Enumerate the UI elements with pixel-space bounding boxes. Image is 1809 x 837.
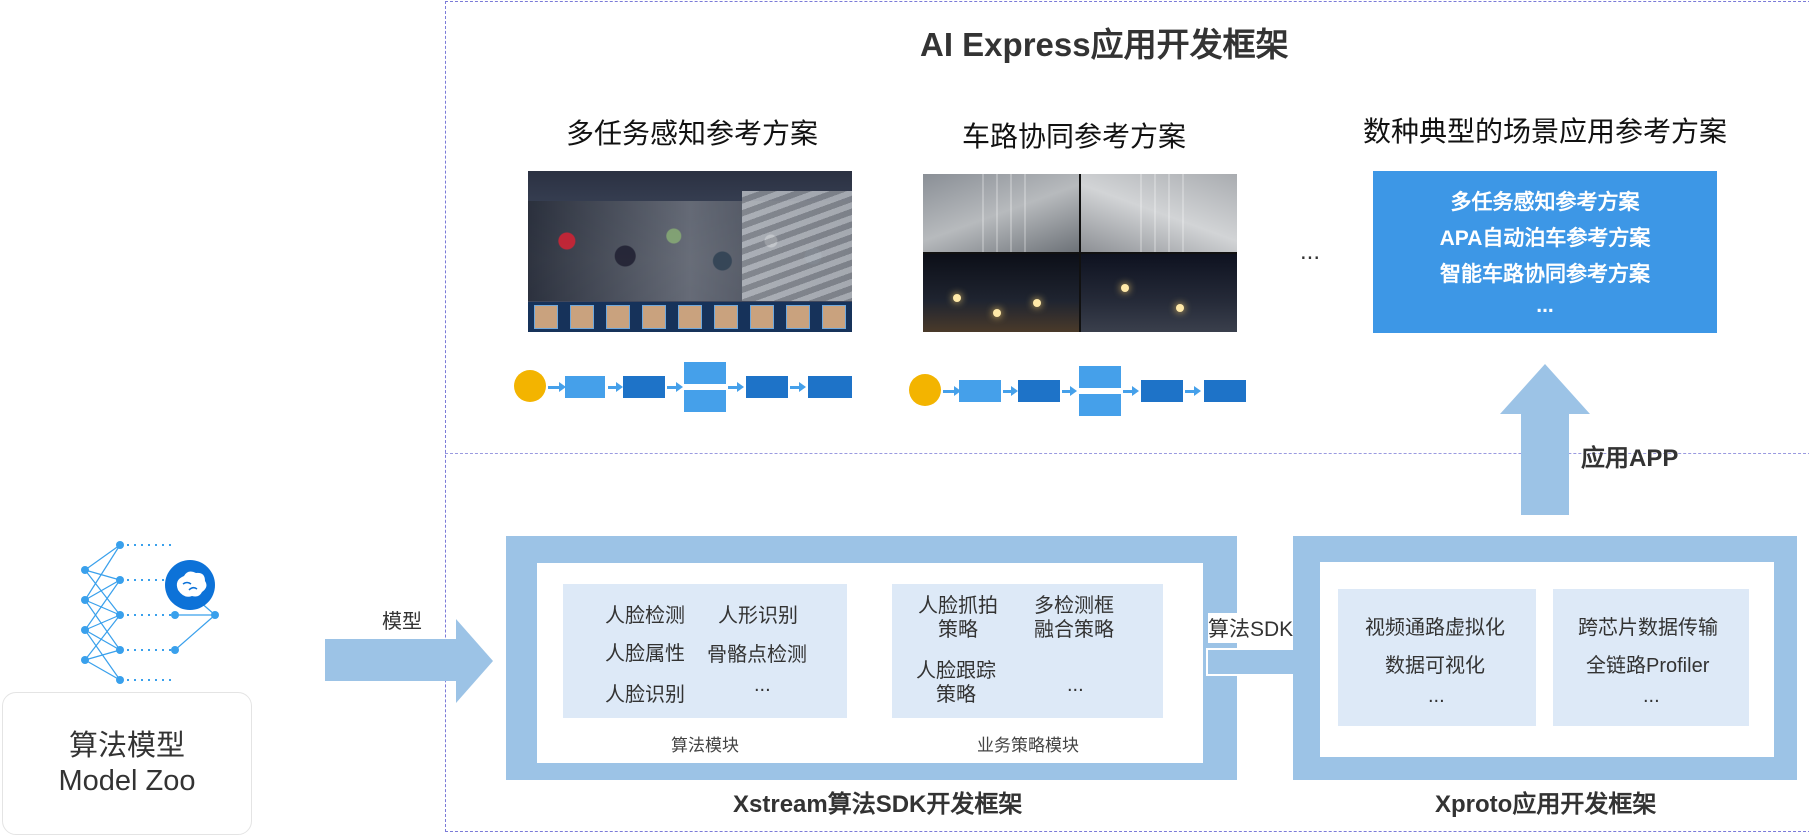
face-thumbnail [570,305,594,329]
traffic-camera-view [923,174,1079,252]
scenario-item: 多任务感知参考方案 [1450,191,1640,214]
up-arrow-icon [1500,364,1590,414]
pipeline-start-node [514,370,546,402]
pipeline-node [1204,380,1246,402]
solution-title-vehicle-road: 车路协同参考方案 [962,121,1187,152]
pipeline-start-node [909,374,941,406]
model-zoo-title: 算法模型 [68,729,185,762]
pipeline-node [959,380,1001,402]
up-arrow-shaft [1521,412,1569,515]
xproto-item: 全链路Profiler [1586,655,1710,677]
scenario-item: 智能车路协同参考方案 [1440,263,1650,286]
stairs-scene [742,191,852,301]
traffic-camera-view [1081,254,1237,332]
pipeline-node [808,376,852,398]
brain-icon [165,560,215,610]
pipeline-node [1079,394,1121,416]
algo-item: 人脸检测 [605,605,685,627]
strategy-item: 多检测框 融合策略 [1034,595,1114,641]
face-capture-strip [528,302,852,332]
model-arrow-shaft [325,639,460,681]
face-thumbnail [786,305,810,329]
scenario-panel: 多任务感知参考方案 APA自动泊车参考方案 智能车路协同参考方案 ... [1373,171,1717,333]
pipeline-node [623,376,665,398]
face-thumbnail [714,305,738,329]
neural-network-icon [81,541,219,684]
solution-title-multitask: 多任务感知参考方案 [566,118,819,149]
model-zoo-subtitle: Model Zoo [58,764,196,797]
xproto-item: 数据可视化 [1385,655,1485,677]
pipeline-node [684,362,726,384]
main-title: AI Express应用开发框架 [920,26,1289,63]
more-solutions-ellipsis: ... [1300,238,1321,265]
algo-module-box [563,584,847,718]
app-label: 应用APP [1581,445,1679,472]
face-thumbnail [822,305,846,329]
face-thumbnail [642,305,666,329]
model-arrow-label: 模型 [382,611,422,633]
strategy-item: ... [1067,674,1084,696]
ai-express-frame [445,1,1809,832]
xproto-item: ... [1428,685,1445,707]
traffic-camera-view [923,254,1079,332]
traffic-camera-view [1081,174,1237,252]
algo-item: 人脸识别 [605,684,685,706]
multitask-demo-image [528,171,852,332]
strategy-module-caption: 业务策略模块 [977,736,1079,755]
pipeline-node [1079,366,1121,388]
xproto-item: 视频通路虚拟化 [1365,617,1505,639]
xstream-title: Xstream算法SDK开发框架 [733,791,1023,818]
face-thumbnail [534,305,558,329]
pipeline-node [565,376,605,398]
face-thumbnail [606,305,630,329]
face-thumbnail [678,305,702,329]
algo-item: 人形识别 [718,605,798,627]
sdk-arrow-shaft [1206,648,1304,676]
xproto-title: Xproto应用开发框架 [1435,791,1657,818]
scenario-item: ... [1536,294,1554,317]
sdk-arrow-label: 算法SDK [1208,613,1294,643]
strategy-item: 人脸抓拍 策略 [918,595,998,641]
strategy-item: 人脸跟踪 策略 [916,660,996,706]
algo-item: 人脸属性 [605,643,685,665]
pipeline-node [684,390,726,412]
scenario-item: APA自动泊车参考方案 [1439,227,1651,250]
xproto-item: ... [1643,685,1660,707]
solution-title-scenarios: 数种典型的场景应用参考方案 [1363,116,1728,147]
face-thumbnail [750,305,774,329]
xproto-right-module [1553,589,1749,726]
pipeline-node [1141,380,1183,402]
xproto-item: 跨芯片数据传输 [1578,617,1718,639]
right-arrow-icon [456,619,493,703]
algo-item: 骨骼点检测 [707,644,807,666]
section-divider [445,453,1809,454]
vehicle-road-demo-image [923,174,1237,332]
algo-item: ... [754,674,771,696]
model-zoo-box: 算法模型 Model Zoo [2,692,252,835]
pipeline-node [746,376,788,398]
xproto-left-module [1338,589,1536,726]
algo-module-caption: 算法模块 [671,736,739,755]
strategy-module-box [892,584,1163,718]
pipeline-node [1018,380,1060,402]
